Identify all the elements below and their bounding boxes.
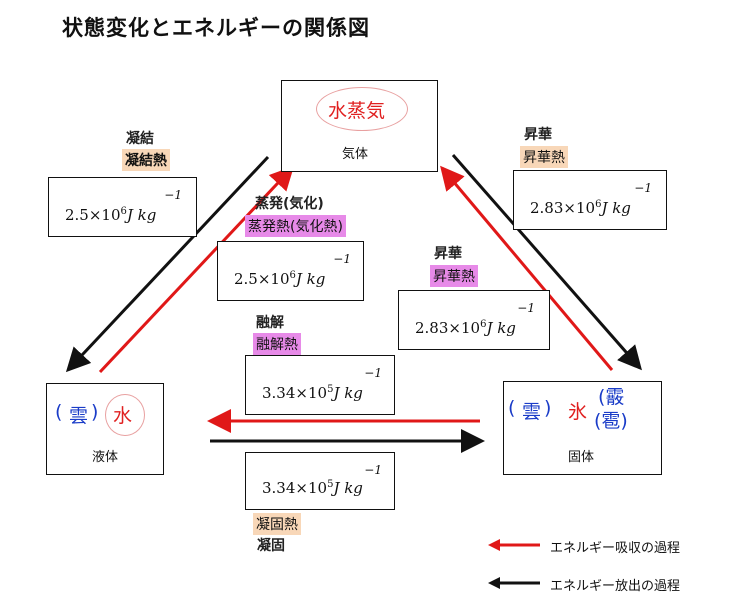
liquid-circle <box>105 394 145 436</box>
gas-main-label: 水蒸気 <box>328 100 386 122</box>
condensation-energy-value: 2.5×106J kg <box>65 206 157 224</box>
condensation-energy-box: 2.5×106J kg −1 <box>48 177 197 237</box>
freezing-energy-box: 3.34×105J kg −1 <box>245 452 395 510</box>
sublimation-top-energy-box: 2.83×106J kg −1 <box>513 170 667 230</box>
melting-hand-label: 融解 <box>256 315 284 331</box>
liquid-main-label: 水 <box>113 405 133 427</box>
sublimation-mid-energy-box: 2.83×106J kg −1 <box>398 290 550 350</box>
melting-energy-exponent: −1 <box>364 366 382 380</box>
solid-paren-close: ) <box>544 397 552 419</box>
liquid-state-box: ( 雲 ) 水 液体 <box>46 383 164 475</box>
freezing-energy-value: 3.34×105J kg <box>262 479 363 497</box>
solid-state-box: ( 雲 ) 氷 (霰 (雹) 固体 <box>503 381 662 475</box>
arrow-condensation <box>65 155 270 373</box>
evaporation-energy-value: 2.5×106J kg <box>234 270 326 288</box>
legend-absorb-text: エネルギー吸収の過程 <box>550 541 681 556</box>
freezing-hand-label: 凝固 <box>257 538 285 554</box>
solid-main-label: 氷 <box>568 401 588 423</box>
liquid-name: 液体 <box>92 450 119 465</box>
melting-energy-value: 3.34×105J kg <box>262 384 363 402</box>
gas-state-box: 水蒸気 気体 <box>281 80 438 172</box>
melting-heat-label: 融解熱 <box>253 333 301 355</box>
sublimation-mid-heat-label: 昇華熱 <box>430 265 478 287</box>
evaporation-energy-exponent: −1 <box>333 252 351 266</box>
liquid-cloud-label: 雲 <box>69 405 89 427</box>
solid-cloud-label: 雲 <box>522 401 542 423</box>
legend-release-text: エネルギー放出の過程 <box>550 579 681 594</box>
solid-paren-open: ( <box>508 397 516 419</box>
diagram-title: 状態変化とエネルギーの関係図 <box>62 16 370 40</box>
evaporation-energy-box: 2.5×106J kg −1 <box>217 241 364 301</box>
sublimation-mid-energy-exponent: −1 <box>517 301 535 315</box>
sublimation-top-energy-exponent: −1 <box>634 181 652 195</box>
freezing-energy-exponent: −1 <box>364 463 382 477</box>
sublimation-mid-energy-value: 2.83×106J kg <box>415 319 516 337</box>
arrow-sublimation <box>440 165 614 371</box>
gas-circle <box>316 87 408 131</box>
solid-extra-label-2: (雹) <box>594 410 628 432</box>
sublimation-mid-hand-label: 昇華 <box>434 246 462 262</box>
solid-name: 固体 <box>568 450 595 465</box>
sublimation-top-energy-value: 2.83×106J kg <box>530 199 631 217</box>
sublimation-top-heat-label: 昇華熱 <box>520 146 568 168</box>
liquid-paren-open: ( <box>55 401 63 423</box>
condensation-heat-label: 凝結熱 <box>122 149 170 171</box>
gas-name: 気体 <box>342 147 369 162</box>
arrow-sublimation-deposit <box>451 154 642 371</box>
evaporation-hand-label: 蒸発(気化) <box>255 196 324 212</box>
melting-energy-box: 3.34×105J kg −1 <box>245 355 395 415</box>
condensation-energy-exponent: −1 <box>164 188 182 202</box>
condensation-hand-label: 凝結 <box>126 131 154 147</box>
freezing-heat-label: 凝固熱 <box>253 513 301 535</box>
evaporation-heat-label: 蒸発熱(気化熱) <box>245 215 346 237</box>
sublimation-top-hand-label: 昇華 <box>524 127 552 143</box>
arrow-evaporation <box>98 165 295 374</box>
solid-extra-label-1: (霰 <box>598 386 625 408</box>
liquid-paren-close: ) <box>91 401 99 423</box>
